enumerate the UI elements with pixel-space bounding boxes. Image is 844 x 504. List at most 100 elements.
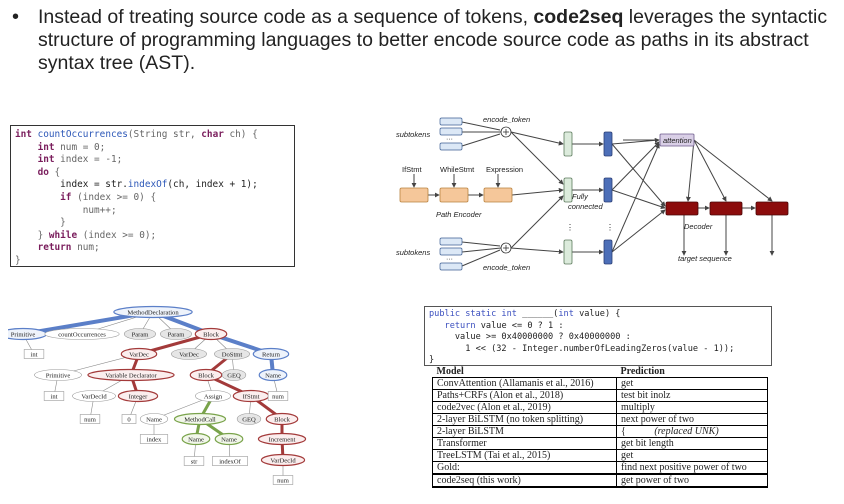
code-line: } — [429, 355, 767, 365]
subtoken-embed — [439, 117, 463, 126]
code-line: value >= 0x40000000 ? 0x40000000 : — [429, 332, 767, 344]
ast-node: MethodDeclaration — [113, 305, 193, 319]
code-token: countOccurrences — [37, 129, 128, 140]
path-lstm-cell — [399, 187, 429, 203]
ast-node-label: Param — [168, 331, 186, 338]
code-line: } — [15, 255, 290, 266]
ast-node: VarDec — [120, 347, 158, 361]
predictions-table-body: ConvAttention (Allamanis et al., 2016) ge… — [432, 377, 768, 488]
model-cell: Paths+CRFs (Alon et al., 2018) — [432, 389, 617, 402]
predictions-table: Model Prediction ConvAttention (Allamani… — [432, 366, 768, 488]
bullet-text-post: leverages the syntactic structure of pro… — [38, 6, 828, 74]
ellipsis: ⋮ — [606, 223, 614, 232]
edge — [611, 189, 666, 210]
ast-node: countOccurrences — [44, 328, 120, 340]
ast-node-label: str — [191, 458, 198, 465]
ast-node-label: VarDec — [179, 351, 199, 358]
prediction-cell: test bit inolz — [616, 389, 768, 402]
decoder-cell — [755, 201, 789, 216]
architecture-shapes: ······⋮⋮ — [399, 117, 789, 271]
model-cell: code2vec (Alon et al., 2019) — [432, 401, 617, 414]
code-token: public static int — [429, 309, 517, 319]
ast-node-label: Return — [262, 351, 281, 358]
code-token: 1 << (32 - Integer.numberOfLeadingZeros(… — [429, 343, 735, 354]
ast-node-label: countOccurrences — [58, 331, 106, 338]
table-row: Paths+CRFs (Alon et al., 2018)test bit i… — [432, 389, 768, 402]
prediction-cell: get power of two — [616, 473, 768, 488]
edge — [461, 121, 501, 131]
prediction-cell: get — [616, 449, 768, 462]
ast-node-label: GEQ — [242, 416, 256, 423]
code-token: return — [444, 320, 476, 331]
edge — [461, 133, 501, 147]
table-row: TreeLSTM (Tai et al., 2015)get — [432, 449, 768, 462]
subtoken-embed — [439, 247, 463, 256]
edge — [611, 137, 660, 145]
ast-node-label: Name — [188, 436, 204, 443]
model-cell: 2-layer BiLSTM — [432, 425, 617, 438]
ast-node: str — [183, 456, 205, 466]
ast-node-label: Block — [198, 372, 214, 379]
ast-node-label: num — [277, 477, 290, 484]
code-token: ch) { — [223, 129, 258, 140]
header-model: Model — [432, 366, 617, 378]
node-label-ifstmt: IfStmt — [402, 165, 423, 174]
prediction-cell: multiply — [616, 401, 768, 414]
code-token — [15, 154, 38, 165]
ast-node: num — [267, 391, 289, 401]
code-token: value <= 0 ? 1 : — [475, 320, 564, 331]
bullet-text: Instead of treating source code as a seq… — [38, 6, 830, 75]
table-row: 2-layer BiLSTM{ (replaced UNK) — [432, 425, 768, 438]
code-token: value >= 0x40000000 ? 0x40000000 : — [429, 332, 631, 342]
code-line: int countOccurrences(String str, char ch… — [15, 129, 290, 142]
header-prediction: Prediction — [616, 366, 768, 378]
ast-node-label: Param — [132, 331, 150, 338]
ast-node: IfStmt — [232, 389, 270, 403]
node-label-expression: Expression — [486, 165, 523, 174]
fully-connected-cell — [563, 177, 573, 203]
ast-node: VarDecId — [72, 390, 116, 402]
ast-node-label: Primitive — [46, 372, 71, 379]
code-token: (index >= 0) { — [71, 191, 157, 203]
ast-node-label: 0 — [127, 416, 131, 423]
code-token: int — [37, 141, 55, 153]
decoder-cell — [665, 201, 699, 216]
model-cell: Transformer — [432, 437, 617, 450]
ast-node: num — [79, 414, 101, 424]
ast-node: int — [43, 391, 65, 401]
ast-node-label: Variable Declarator — [105, 372, 157, 379]
sum-operator — [500, 242, 512, 254]
ast-node: 0 — [121, 414, 137, 424]
code-token: num = 0; — [54, 141, 106, 153]
edge — [510, 131, 564, 146]
table-header-row: Model Prediction — [432, 366, 768, 378]
code-token: (index >= 0); — [77, 229, 157, 241]
ast-node-label: Block — [203, 331, 219, 338]
code-token: int — [558, 309, 574, 319]
ast-node: GEQ — [236, 413, 262, 425]
ast-node: GEQ — [221, 369, 247, 381]
attention-box — [659, 133, 695, 147]
code-token: index = str. — [15, 179, 128, 191]
ast-node: index — [139, 434, 169, 444]
ast-node: Assign — [195, 390, 232, 402]
model-cell: ConvAttention (Allamanis et al., 2016) — [432, 377, 617, 390]
ellipsis: ⋮ — [566, 223, 574, 232]
ast-node-label: num — [84, 416, 97, 423]
edge — [510, 131, 564, 185]
path-lstm-cell — [483, 187, 513, 203]
ellipsis: ··· — [446, 256, 453, 263]
ast-node-label: int — [51, 393, 58, 400]
subtokens-label-top: subtokens — [396, 130, 430, 139]
ast-node-label: VarDecId — [81, 393, 107, 400]
architecture-edges — [411, 121, 775, 267]
code-token — [15, 242, 38, 253]
path-encoder-label: Path Encoder — [436, 210, 482, 219]
edge — [693, 139, 727, 202]
code-token: } — [429, 355, 435, 365]
code-token: (String str, — [127, 129, 202, 140]
ast-node-label: GEQ — [227, 372, 241, 379]
code-line: do { — [15, 167, 290, 180]
ast-node: Primitive — [34, 369, 82, 381]
